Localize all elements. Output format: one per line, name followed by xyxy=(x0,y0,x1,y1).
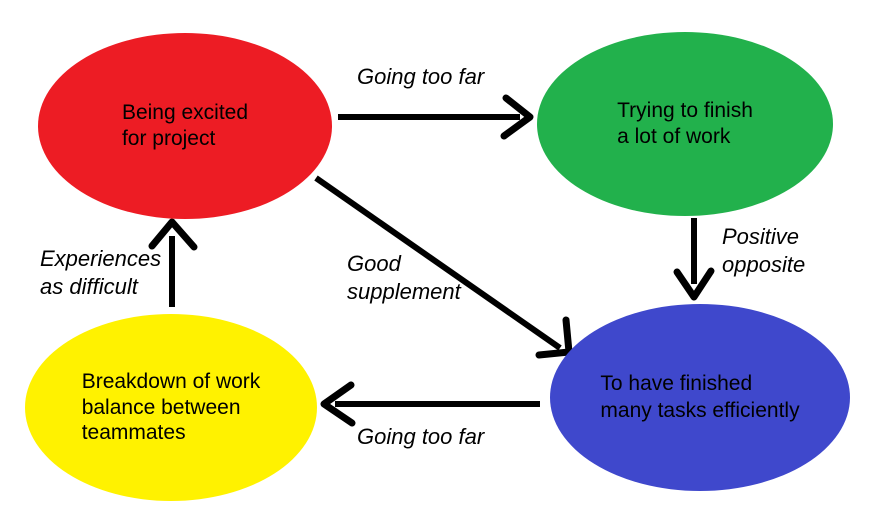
arrow-head-up-icon xyxy=(148,218,198,251)
edge-label-going-too-far-top: Going too far xyxy=(357,64,485,89)
edge-label-positive-opposite: Positive opposite xyxy=(722,224,806,277)
arrow-head-down-icon xyxy=(673,267,715,301)
node-trying-to-finish: Trying to finish a lot of work xyxy=(537,32,833,216)
arrow-shaft xyxy=(314,175,562,351)
arrow-excited-to-trying xyxy=(338,94,534,140)
arrow-head-left-icon xyxy=(320,381,356,427)
edge-label-good-supplement: Good supplement xyxy=(347,251,461,304)
arrow-trying-to-finished xyxy=(673,218,715,301)
edge-label-experiences-as-difficult: Experiences as difficult xyxy=(40,246,162,299)
node-label-breakdown-of-work: Breakdown of work balance between teamma… xyxy=(81,370,261,445)
node-label-trying-to-finish: Trying to finish a lot of work xyxy=(617,98,753,148)
node-finished-many-tasks: To have finished many tasks efficiently xyxy=(550,304,850,491)
node-label-being-excited: Being excited for project xyxy=(121,100,249,150)
edge-label-going-too-far-bottom: Going too far xyxy=(357,424,485,449)
node-label-finished-many-tasks: To have finished many tasks efficiently xyxy=(600,372,800,422)
arrow-finished-to-breakdown xyxy=(320,381,540,427)
arrow-breakdown-to-excited xyxy=(148,218,198,307)
node-breakdown-of-work: Breakdown of work balance between teamma… xyxy=(25,314,317,501)
node-being-excited: Being excited for project xyxy=(38,33,332,219)
arrow-head-right-icon xyxy=(500,94,534,140)
